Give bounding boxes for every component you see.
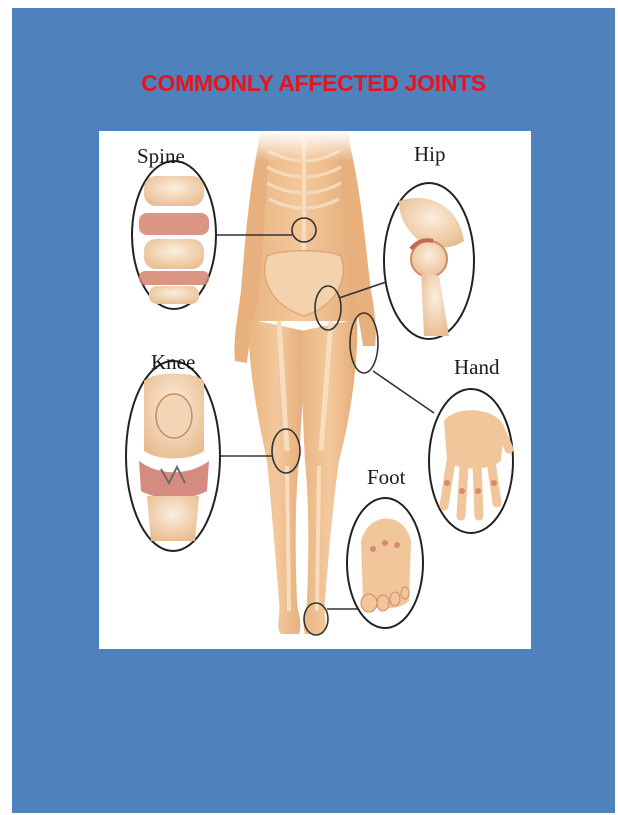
hip-label: Hip [414,142,446,166]
knee-label: Knee [151,350,195,374]
spine-inset: Spine [132,144,216,309]
foot-inset: Foot [347,465,423,628]
spine-label: Spine [137,144,185,168]
hip-inset: Hip [384,142,474,339]
page-title: COMMONLY AFFECTED JOINTS [12,70,615,97]
joints-illustration-svg: Spine Hip Knee [99,131,531,649]
foot-label: Foot [367,465,406,489]
hand-label: Hand [454,355,500,379]
joints-illustration: Spine Hip Knee [99,131,531,649]
knee-inset: Knee [126,350,220,551]
hand-inset: Hand [429,355,513,533]
